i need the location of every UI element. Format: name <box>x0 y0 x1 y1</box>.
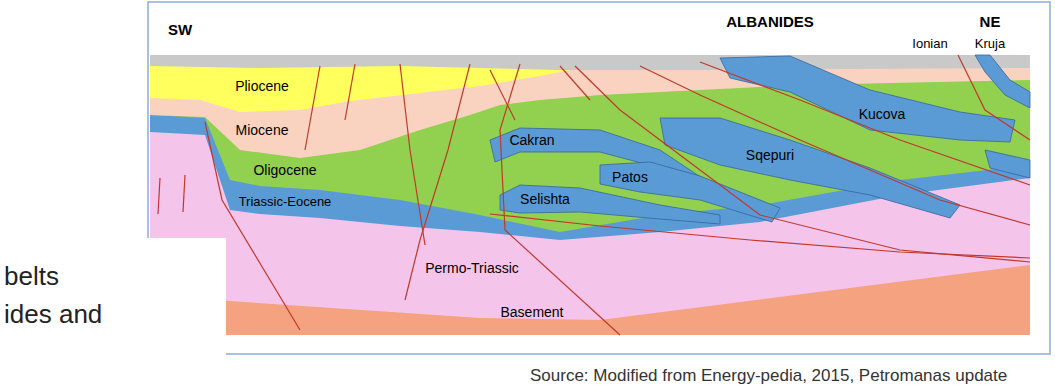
thrust-fault <box>490 214 1030 258</box>
compass-label: NE <box>980 13 1001 30</box>
thrust-sheet-label: Cakran <box>509 132 554 148</box>
thrust-sheet-label: Kucova <box>859 106 906 122</box>
background-text: ides and <box>4 300 102 330</box>
zone-label: Ionian <box>912 37 947 52</box>
thrust-sheet <box>975 55 1030 108</box>
formation-label: Oligocene <box>253 162 316 178</box>
fault-line <box>400 64 425 245</box>
formation-label: Miocene <box>236 122 289 138</box>
thrust-sheet-label: Sqepuri <box>746 147 794 163</box>
formation-label: Pliocene <box>235 78 289 94</box>
source-caption: Source: Modified from Energy-pedia, 2015… <box>530 366 1007 386</box>
triassic-eocene-layer <box>150 55 1030 240</box>
formation-label: Basement <box>500 304 563 320</box>
region-label: ALBANIDES <box>726 13 814 30</box>
surface-layer <box>150 55 1030 70</box>
fault-line <box>560 66 590 100</box>
compass-label: SW <box>168 21 192 38</box>
fault-line <box>490 70 515 120</box>
slide-panel <box>0 238 226 391</box>
fault-line <box>500 64 620 335</box>
fault-line <box>183 175 185 212</box>
thrust-sheet-label: Patos <box>612 169 648 185</box>
figure-frame <box>148 2 1050 354</box>
background-text: belts <box>4 262 59 292</box>
formation-label: Permo-Triassic <box>425 260 519 276</box>
thrust-sheet <box>985 150 1030 178</box>
thrust-fault <box>640 66 1030 225</box>
zone-label: Kruja <box>975 37 1005 52</box>
thrust-fault <box>958 55 1030 140</box>
thrust-fault <box>575 66 1030 262</box>
permo-triassic-layer <box>150 55 1030 335</box>
oligocene-layer <box>150 55 1030 232</box>
basement-layer <box>215 265 1030 335</box>
fault-line <box>305 66 320 150</box>
fault-line <box>345 64 355 120</box>
fault-line <box>158 178 160 214</box>
thrust-fault <box>700 62 1030 185</box>
formation-label: Triassic-Eocene <box>239 195 332 210</box>
thrust-sheet <box>720 56 1015 142</box>
thrust-sheet-label: Selishta <box>520 191 570 207</box>
